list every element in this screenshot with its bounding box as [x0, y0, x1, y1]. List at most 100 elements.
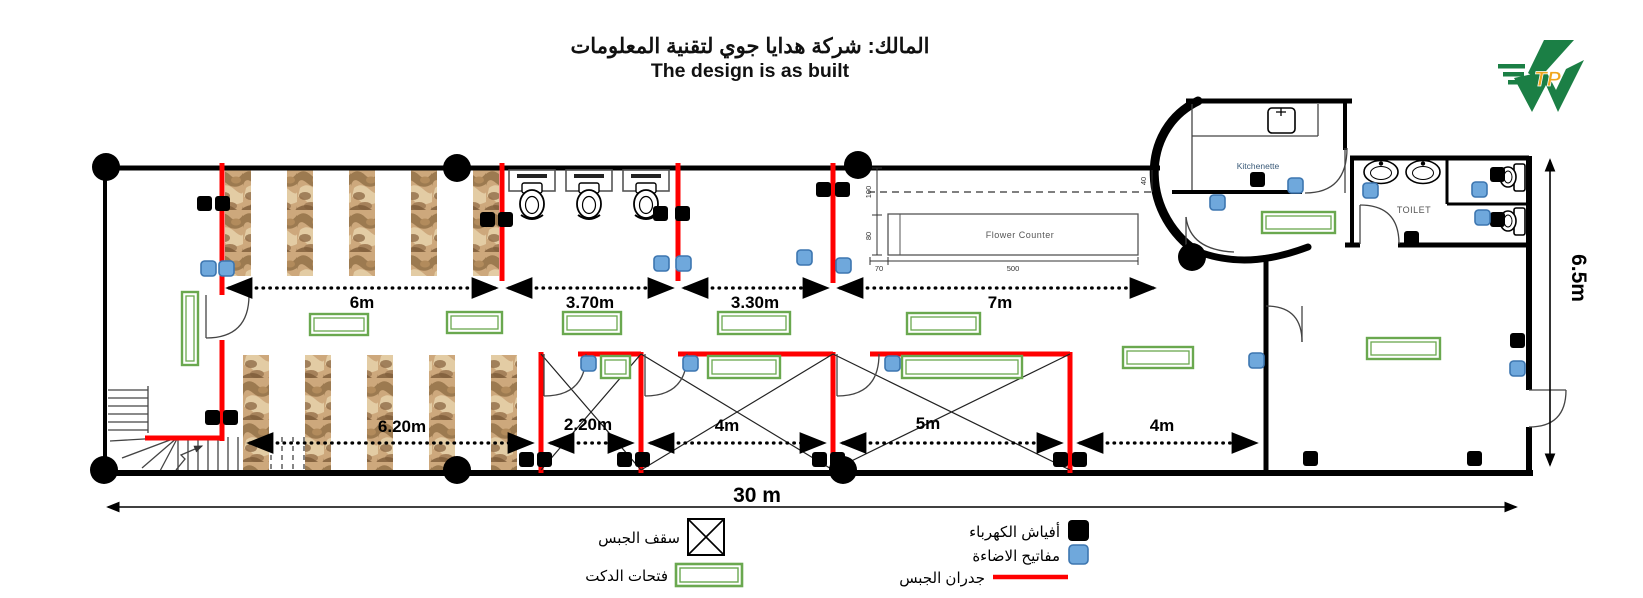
- duct-opening-icon: [561, 310, 623, 336]
- flower-counter: Flower Counter 40 100 80 70 500: [864, 167, 1153, 273]
- light-switches: [200, 177, 1526, 377]
- power-outlet-icon: [223, 410, 238, 425]
- power-outlet-icon: [1404, 231, 1419, 246]
- light-switch-icon: [1471, 181, 1488, 198]
- dimension-label: 4m: [1150, 416, 1175, 435]
- toilet-label: TOILET: [1397, 205, 1431, 215]
- power-outlet-icon: [1250, 172, 1265, 187]
- outer-walls: [100, 96, 1533, 476]
- kitchenette-counter: [1191, 104, 1319, 190]
- dimension-label: 4m: [715, 416, 740, 435]
- door-swing: [1304, 147, 1348, 194]
- power-outlet-icon: [519, 452, 534, 467]
- power-outlet-icon: [617, 452, 632, 467]
- legend: سقف الجبس فتحات الدكت أفياش الكهرباء مفا…: [585, 518, 1089, 588]
- legend-item-outlets: أفياش الكهرباء: [969, 520, 1089, 541]
- legend-label: فتحات الدكت: [585, 568, 668, 585]
- legend-item-duct: فتحات الدكت: [585, 562, 744, 588]
- toilet-icon: [508, 169, 556, 220]
- stone-partition-strip: [305, 355, 331, 472]
- design-subtitle: The design is as built: [650, 60, 850, 82]
- power-outlet-icon: [1053, 452, 1068, 467]
- stair-direction-arrow: [175, 445, 204, 471]
- column-icon: [92, 153, 120, 181]
- dimension-label: 3.30m: [731, 293, 779, 312]
- dimension-label: 7m: [988, 293, 1013, 312]
- light-switch-icon: [1068, 544, 1089, 565]
- legend-label: مفاتيح الاضاءة: [972, 548, 1060, 565]
- door-swing: [1528, 389, 1567, 428]
- light-switch-icon: [884, 355, 901, 372]
- light-switch-icon: [1209, 194, 1226, 211]
- sink-icon: [1363, 159, 1399, 185]
- door-swing: [1359, 204, 1400, 245]
- company-logo: TP: [1498, 40, 1584, 112]
- counter-dim-label: 100: [864, 186, 873, 199]
- power-outlet-icon: [1490, 167, 1505, 182]
- light-switch-icon: [653, 255, 670, 272]
- light-switch-icon: [580, 355, 597, 372]
- column-icon: [90, 456, 118, 484]
- power-outlet-icon: [816, 182, 831, 197]
- power-outlet-icon: [1072, 452, 1087, 467]
- stone-partition-strip: [287, 170, 313, 276]
- curved-gypsum-wall: [1149, 96, 1207, 260]
- kitchenette-label: Kitchenette: [1237, 161, 1280, 171]
- door-swing: [543, 353, 587, 397]
- logo-text: TP: [1534, 68, 1562, 91]
- duct-opening-icon: [180, 290, 200, 367]
- legend-item-ceiling: سقف الجبس: [598, 518, 725, 556]
- legend-item-walls: جدران الجبس: [899, 570, 1068, 587]
- power-outlet-icon: [537, 452, 552, 467]
- light-switch-icon: [1474, 209, 1491, 226]
- stone-partition-strip: [349, 170, 375, 276]
- column-icon: [443, 456, 471, 484]
- dimension-lines: 6m 3.70m 3.30m 7m 6.20m 2.20m 4m 5m 4m: [225, 277, 1259, 454]
- counter-dim-label: 500: [1007, 264, 1020, 273]
- duct-opening-icon: [905, 311, 982, 336]
- owner-title-arabic: المالك: شركة هدايا جوي لتقنية المعلومات: [570, 35, 930, 58]
- duct-opening-icon: [706, 354, 782, 380]
- power-outlet-icon: [1490, 212, 1505, 227]
- sink-icon: [1405, 159, 1441, 185]
- legend-label: سقف الجبس: [598, 530, 680, 547]
- light-switch-icon: [675, 255, 692, 272]
- duct-opening-icon: [716, 310, 792, 336]
- light-switch-icon: [1362, 182, 1379, 199]
- stone-partition-strip: [411, 170, 437, 276]
- light-switch-icon: [1509, 360, 1526, 377]
- duct-opening-icon: [1365, 336, 1442, 361]
- dimension-label: 5m: [916, 414, 941, 433]
- counter-dim-label: 40: [1139, 177, 1148, 185]
- light-switch-icon: [796, 249, 813, 266]
- light-switch-icon: [1287, 177, 1304, 194]
- stone-partition-strip: [225, 170, 251, 276]
- power-outlet-icon: [215, 196, 230, 211]
- power-outlet-icon: [1467, 451, 1482, 466]
- light-switch-icon: [682, 355, 699, 372]
- dimension-label: 6.20m: [378, 417, 426, 436]
- legend-label: أفياش الكهرباء: [969, 522, 1060, 541]
- power-outlet-icon: [480, 212, 495, 227]
- light-switch-icon: [218, 260, 235, 277]
- power-outlet-icon: [1510, 333, 1525, 348]
- power-outlet-icon: [653, 206, 668, 221]
- toilet-stall-partitions: [1445, 158, 1529, 206]
- power-outlet-icon: [1068, 520, 1089, 541]
- duct-opening-icon: [599, 354, 632, 380]
- legend-label: جدران الجبس: [899, 570, 985, 587]
- page-title: المالك: شركة هدايا جوي لتقنية المعلومات …: [430, 34, 1070, 83]
- duct-openings: [180, 210, 1442, 380]
- light-switch-icon: [1248, 352, 1265, 369]
- dimension-label: 2.20m: [564, 415, 612, 434]
- power-outlet-icon: [205, 410, 220, 425]
- dimension-label: 6m: [350, 293, 375, 312]
- counter-dim-label: 70: [875, 264, 883, 273]
- light-switch-icon: [835, 257, 852, 274]
- duct-opening-icon: [1260, 210, 1337, 235]
- stone-partition-strip: [243, 355, 269, 472]
- stone-partition-strip: [491, 355, 517, 472]
- power-outlet-icon: [812, 452, 827, 467]
